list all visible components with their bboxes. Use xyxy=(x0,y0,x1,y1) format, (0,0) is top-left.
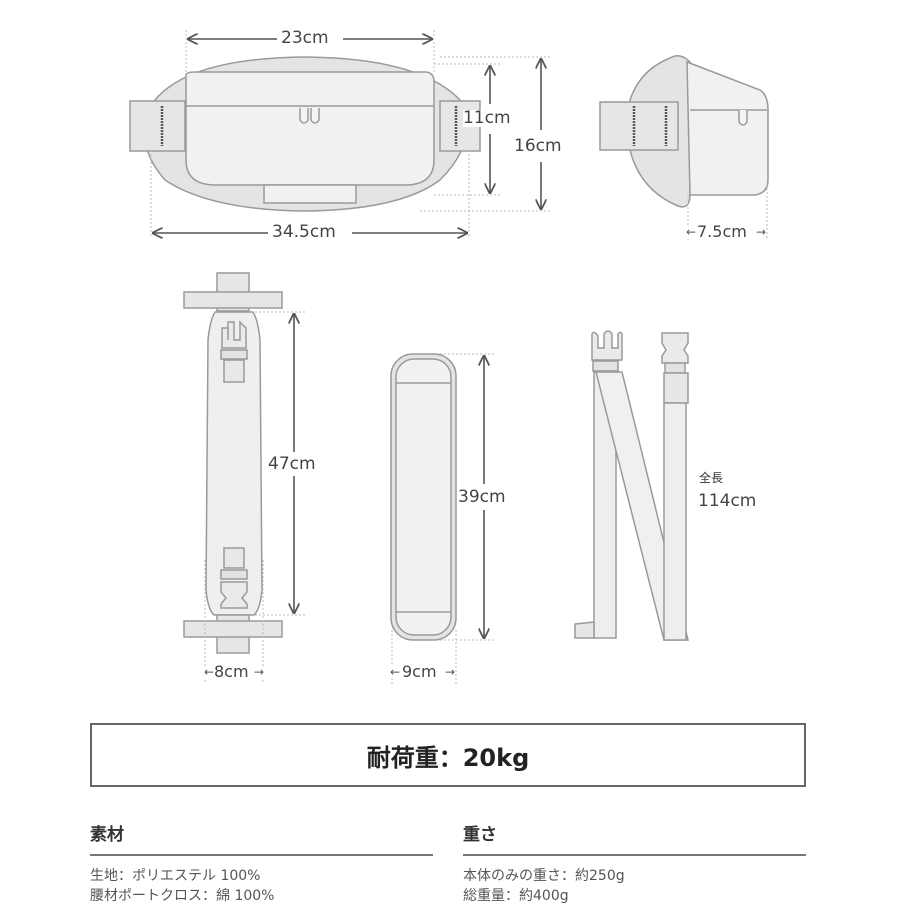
back-panel-width-label: 8cm xyxy=(214,662,249,681)
weight-line: 総重量：約400g xyxy=(463,888,569,904)
pad-width-arrow-right-icon: → xyxy=(445,665,456,679)
weight-line: 本体のみの重さ：約250g xyxy=(463,868,625,884)
back-panel-length-label: 47cm xyxy=(268,454,316,474)
load-capacity-text: 耐荷重：20kg xyxy=(366,743,530,772)
pad-width-arrow-left-icon: ← xyxy=(390,665,401,679)
material-divider xyxy=(90,854,433,856)
side-depth-label: 7.5cm xyxy=(697,222,747,241)
weight-divider xyxy=(463,854,806,856)
front-total-width-label: 34.5cm xyxy=(272,222,336,242)
strap-length-label: 114cm xyxy=(698,491,757,511)
front-total-height-label: 16cm xyxy=(514,136,562,156)
material-line: 生地：ポリエステル 100% xyxy=(90,868,261,884)
front-width-label: 23cm xyxy=(281,28,329,48)
width-arrow-right-icon: → xyxy=(254,665,265,679)
front-body-height-label: 11cm xyxy=(463,108,511,128)
weight-section: 重さ 本体のみの重さ：約250g 総重量：約400g xyxy=(463,824,806,906)
load-capacity-box: 耐荷重：20kg xyxy=(90,723,806,787)
width-arrow-left-icon: ← xyxy=(204,665,215,679)
material-section: 素材 生地：ポリエステル 100% 腰材ポートクロス：綿 100% xyxy=(90,824,433,906)
weight-title: 重さ xyxy=(463,825,497,845)
side-view-bag xyxy=(599,55,769,208)
material-title: 素材 xyxy=(90,825,124,845)
shoulder-pad-length-label: 39cm xyxy=(458,487,506,507)
depth-arrow-right-icon: → xyxy=(756,225,767,239)
material-line: 腰材ポートクロス：綿 100% xyxy=(90,888,275,904)
front-view-bag xyxy=(129,56,481,212)
strap-length-caption: 全長 xyxy=(699,471,724,485)
shoulder-pad-drawing xyxy=(390,353,457,641)
depth-arrow-left-icon: ← xyxy=(686,225,697,239)
shoulder-pad-width-label: 9cm xyxy=(402,662,437,681)
strap-drawing xyxy=(574,330,689,641)
back-panel-drawing xyxy=(183,272,283,654)
